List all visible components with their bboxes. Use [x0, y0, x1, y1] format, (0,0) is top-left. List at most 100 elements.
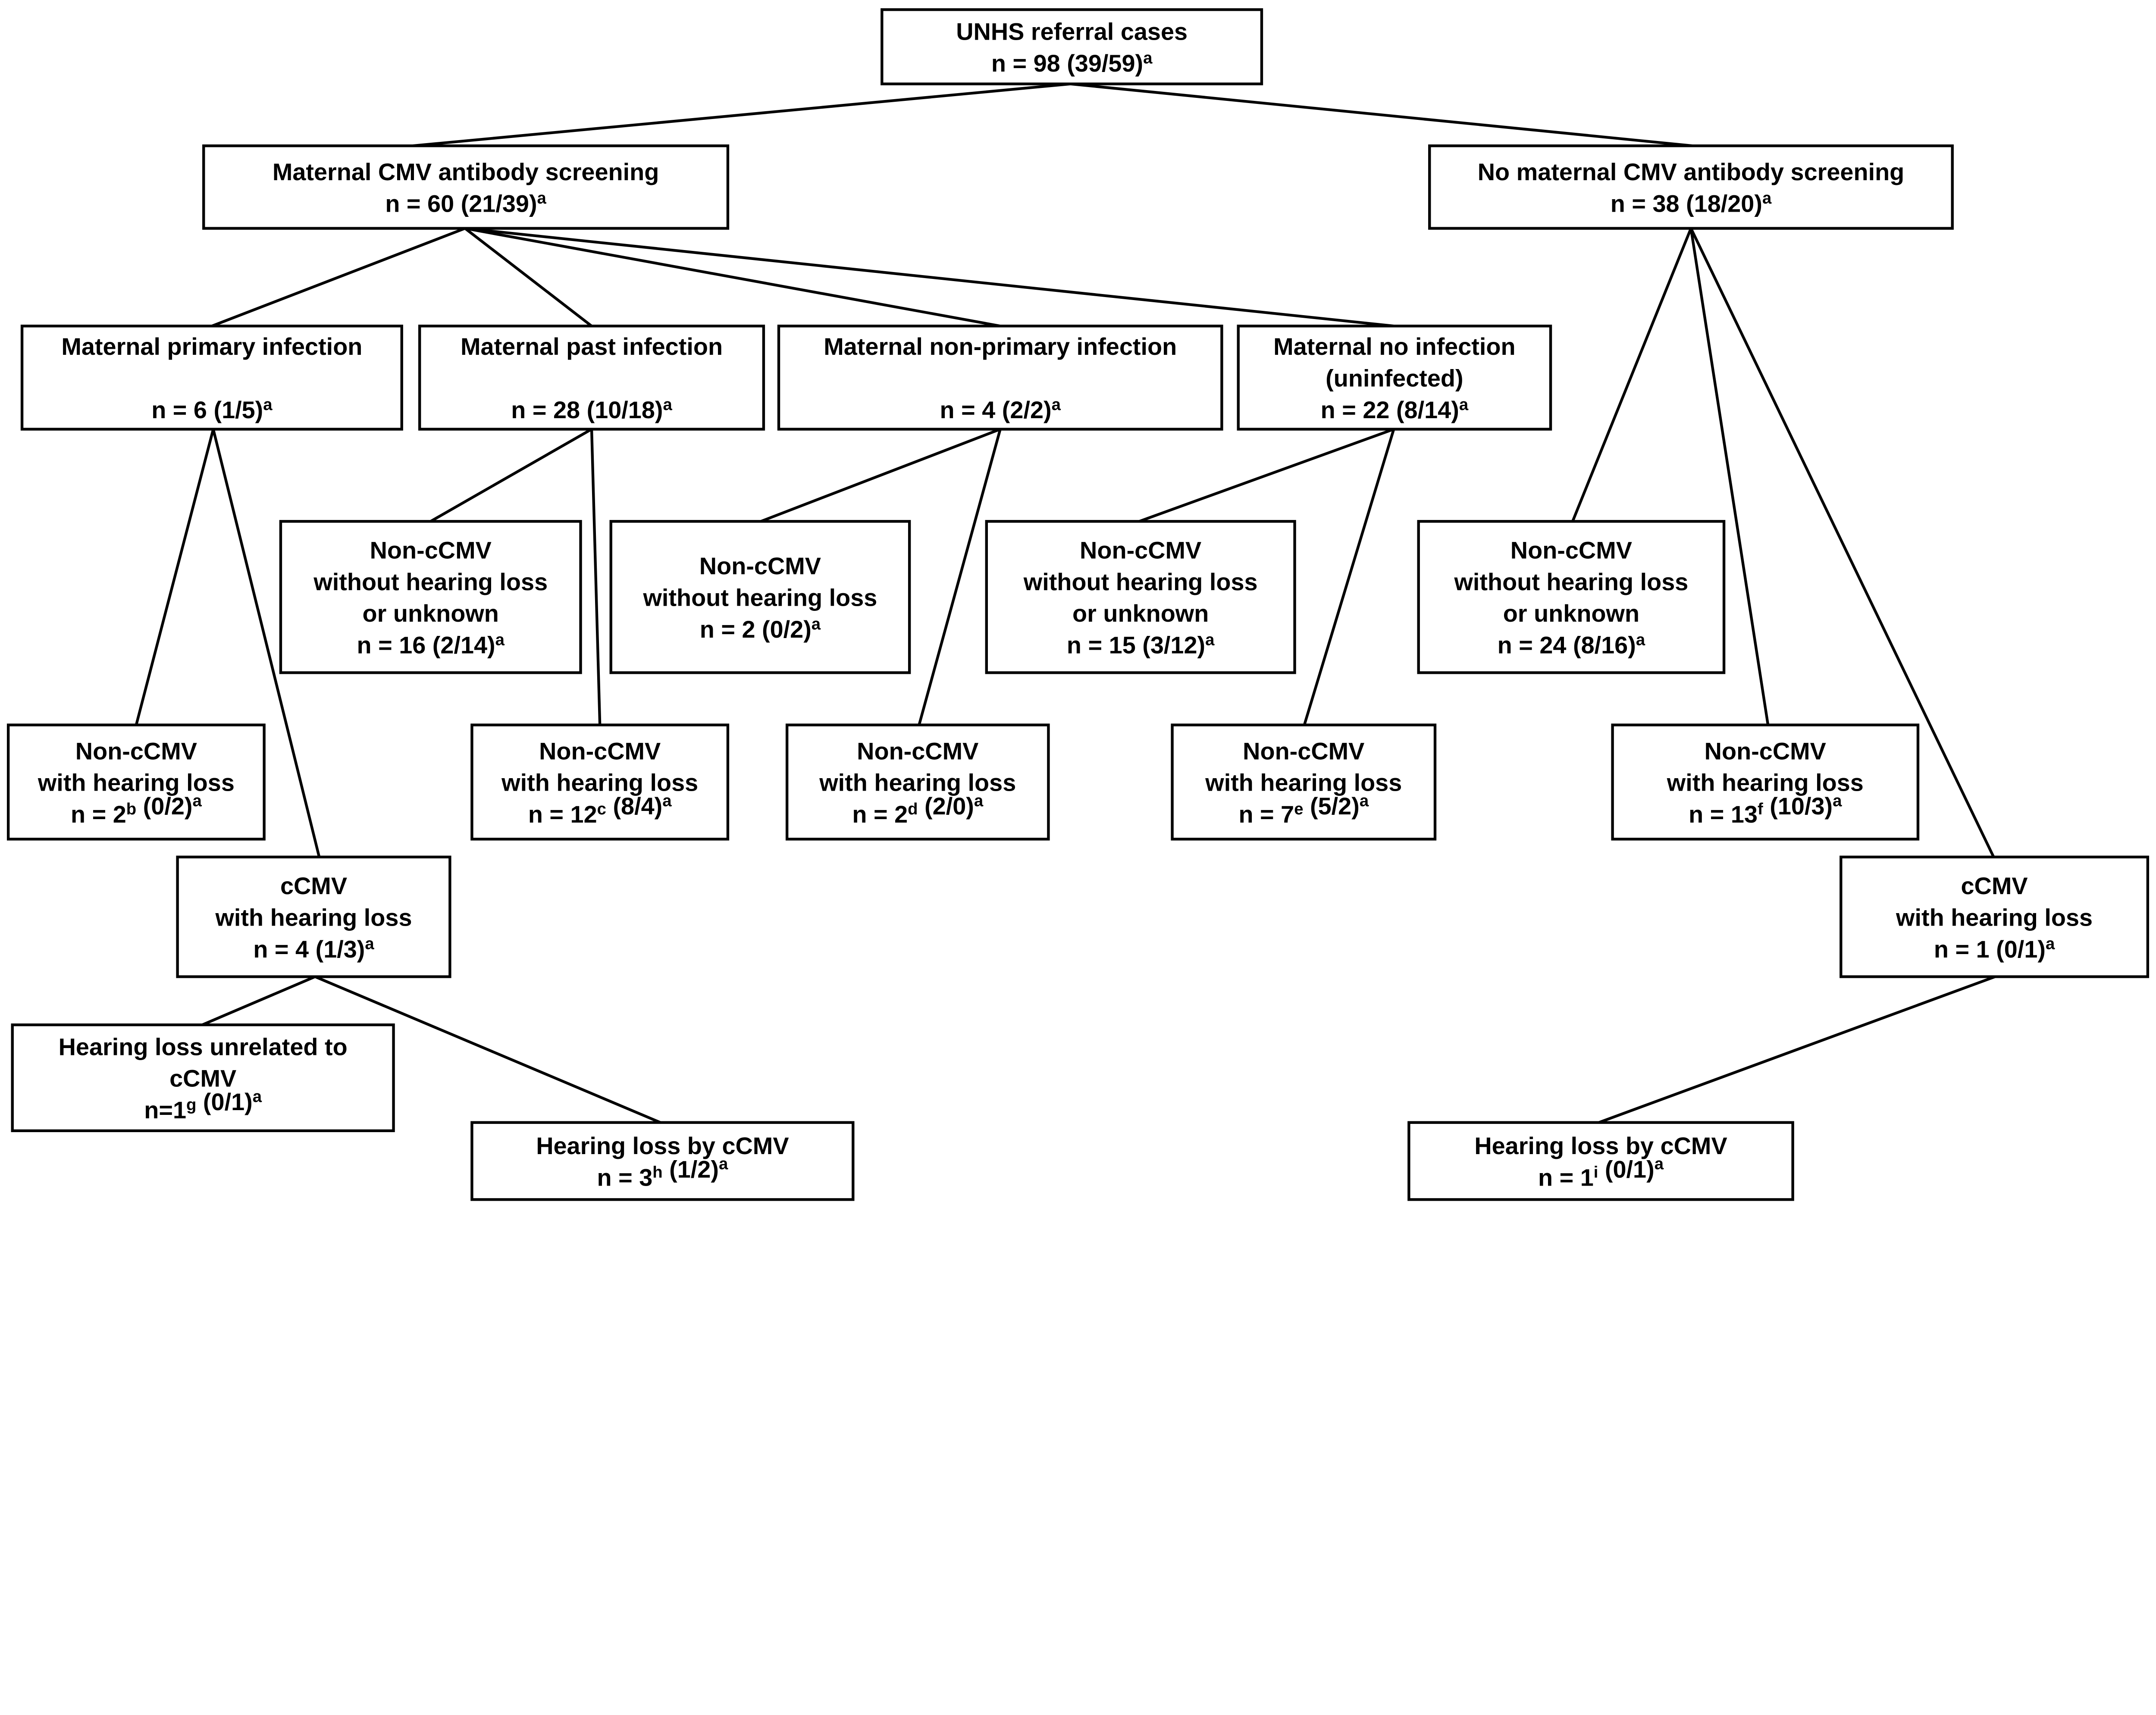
node-label-line: cCMV	[169, 1065, 236, 1092]
node-label-line: Hearing loss by cCMV	[536, 1132, 789, 1159]
connector-line	[412, 82, 1071, 147]
node-label-line: n=1g (0/1)a	[144, 1087, 262, 1124]
node-box	[1428, 144, 1954, 230]
superscript: a	[812, 615, 821, 633]
superscript: a	[1052, 395, 1061, 414]
connector-line	[135, 429, 215, 726]
label-text: (0/1)	[196, 1088, 252, 1115]
node-label-line: n = 7e (5/2)a	[1238, 792, 1369, 828]
connector-line	[430, 428, 592, 523]
node-label-line: Non-cCMV	[1510, 536, 1632, 563]
connector-line	[201, 975, 316, 1026]
node-label-line: with hearing loss	[38, 769, 235, 796]
label-text: cCMV	[1961, 872, 2028, 899]
label-text: Non-cCMV	[699, 552, 821, 579]
superscript: d	[908, 800, 918, 818]
connector-line	[760, 428, 1001, 523]
label-text: n = 60 (21/39)	[385, 190, 537, 217]
label-text: n = 38 (18/20)	[1611, 190, 1762, 217]
node-box	[176, 855, 451, 978]
superscript: i	[1594, 1163, 1598, 1181]
label-text: n = 98 (39/59)	[991, 50, 1143, 77]
label-text: or unknown	[1503, 600, 1639, 627]
node-box	[418, 325, 765, 431]
node-box	[609, 520, 911, 674]
node-primary: Maternal primary infection n = 6 (1/5)a	[20, 325, 403, 431]
node-label-line: Maternal non-primary infection	[824, 333, 1177, 360]
node-label-line: Maternal primary infection	[61, 333, 362, 360]
label-text: cCMV	[169, 1065, 236, 1092]
label-text: Non-cCMV	[75, 737, 197, 764]
node-label-line: n = 60 (21/39)a	[385, 189, 546, 217]
node-label-line: with hearing loss	[1205, 769, 1402, 796]
node-label-line: n = 3h (1/2)a	[597, 1155, 728, 1191]
node-label-line: n = 1 (0/1)a	[1934, 935, 2055, 963]
node-box	[279, 520, 582, 674]
node-label-line: with hearing loss	[819, 769, 1016, 796]
node-label-line: Non-cCMV	[699, 552, 821, 579]
node-box	[20, 325, 403, 431]
node-label-line: Non-cCMV	[857, 737, 978, 764]
connector-line	[464, 227, 1001, 328]
superscript: a	[663, 395, 673, 414]
node-label-line: No maternal CMV antibody screening	[1478, 158, 1905, 185]
superscript: h	[652, 1163, 662, 1181]
label-text: n = 13	[1689, 801, 1758, 828]
connector-line	[314, 975, 661, 1124]
connector-line	[464, 227, 593, 327]
node-non-primary: Maternal non-primary infection n = 4 (2/2…	[777, 325, 1223, 431]
label-text: with hearing loss	[38, 769, 235, 796]
superscript: a	[1360, 792, 1369, 810]
superscript: a	[1833, 792, 1842, 810]
node-label-line: Hearing loss by cCMV	[1474, 1132, 1727, 1159]
node-label-line: Hearing loss unrelated to	[59, 1033, 348, 1060]
node-label-line: n = 22 (8/14)a	[1321, 395, 1469, 423]
node-label-line: cCMV	[280, 872, 347, 899]
superscript: a	[1636, 630, 1645, 649]
node-label-line: n = 4 (2/2)a	[940, 395, 1061, 423]
node-label-line: without hearing loss	[643, 584, 877, 611]
connector-line	[212, 429, 321, 858]
label-text: n = 2	[71, 801, 126, 828]
node-label-line: with hearing loss	[501, 769, 698, 796]
node-label-line: with hearing loss	[215, 904, 412, 931]
superscript: e	[1294, 800, 1303, 818]
superscript: g	[186, 1095, 196, 1114]
label-text: (uninfected)	[1326, 365, 1463, 392]
superscript: a	[537, 189, 547, 207]
label-text: (1/2)	[663, 1155, 719, 1183]
node-label-line: UNHS referral cases	[956, 18, 1188, 45]
node-label-line: without hearing loss	[1454, 568, 1688, 595]
label-text: (5/2)	[1304, 792, 1360, 820]
label-text: (8/4)	[606, 792, 662, 820]
node-label-line: cCMV	[1961, 872, 2028, 899]
superscript: a	[719, 1155, 728, 1173]
label-text: without hearing loss	[643, 584, 877, 611]
node-label-line: with hearing loss	[1896, 904, 2093, 931]
node-label-line: n = 13f (10/3)a	[1689, 792, 1842, 828]
node-label-line: Non-cCMV	[75, 737, 197, 764]
superscript: a	[1143, 49, 1153, 67]
label-text: cCMV	[280, 872, 347, 899]
node-label-line: Non-cCMV	[1705, 737, 1826, 764]
node-label-line: Maternal no infection	[1273, 333, 1515, 360]
superscript: b	[126, 800, 136, 818]
label-text: with hearing loss	[215, 904, 412, 931]
node-label-line: Non-cCMV	[539, 737, 661, 764]
superscript: a	[263, 395, 273, 414]
label-text: n = 6 (1/5)	[151, 396, 263, 423]
label-text: n = 2	[852, 801, 908, 828]
superscript: a	[662, 792, 672, 810]
superscript: a	[365, 935, 374, 953]
node-label-line: n = 28 (10/18)a	[511, 395, 672, 423]
label-text: n = 28 (10/18)	[511, 396, 663, 423]
